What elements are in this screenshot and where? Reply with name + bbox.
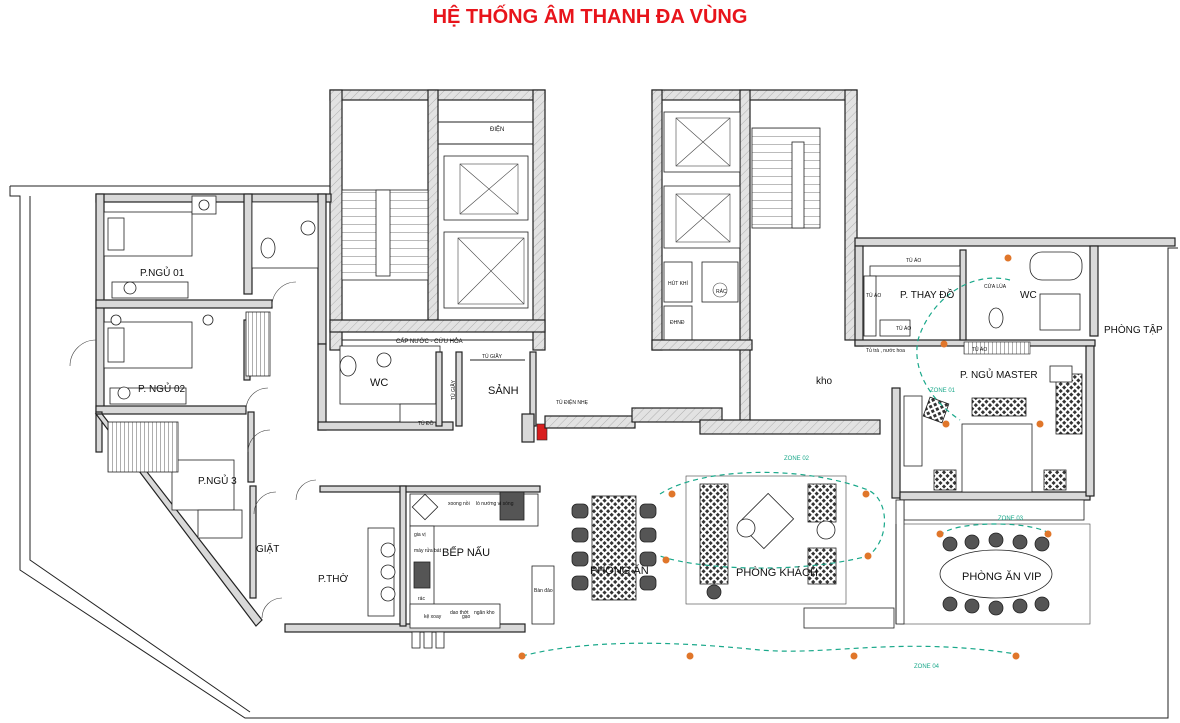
- speaker: [862, 490, 870, 498]
- small-labels: ĐIỆN CẤP NƯỚC - CỨU HỎA TỦ GIẦY TỦ GIẦY …: [396, 125, 1007, 620]
- label-tu-nuong: lò nướng vi sóng: [476, 501, 514, 507]
- speaker: [518, 652, 526, 660]
- label-sanh: SẢNH: [488, 384, 519, 397]
- speaker: [686, 652, 694, 660]
- speaker: [668, 490, 676, 498]
- zone-02-line: [659, 471, 886, 569]
- speaker: [1044, 530, 1052, 538]
- speaker: [942, 420, 950, 428]
- room-labels: P.NGỦ 01 P. NGỦ 02 P.NGỦ 3 GIẶT P.THỜ BẾ…: [138, 266, 1163, 585]
- speaker: [1012, 652, 1020, 660]
- label-rac-2: rác: [418, 596, 425, 602]
- dining-living: [571, 475, 895, 629]
- label-p-tho: P.THỜ: [318, 572, 348, 585]
- control-panel: [536, 423, 548, 441]
- label-wc-left: WC: [370, 377, 388, 389]
- diagram-title: HỆ THỐNG ÂM THANH ĐA VÙNG: [432, 6, 748, 28]
- label-zone-03: ZONE 03: [998, 516, 1024, 522]
- label-cua-lua: CỬA LÙA: [984, 283, 1007, 290]
- label-zone-01: ZONE 01: [930, 388, 956, 394]
- left-wing-walls: [69, 193, 541, 633]
- label-bep-nau: BẾP NẤU: [442, 546, 490, 559]
- left-core: [329, 89, 546, 351]
- right-core: [651, 89, 858, 421]
- label-phong-an-vip: PHÒNG ĂN VIP: [962, 570, 1041, 583]
- label-giat: GIẶT: [256, 542, 279, 555]
- label-phong-tap: PHÒNG TẬP: [1104, 323, 1163, 336]
- label-rac-1: RÁC: [716, 288, 727, 295]
- zone-04-line: [521, 642, 1017, 657]
- label-zone-02: ZONE 02: [784, 456, 810, 462]
- label-gao: gạo: [462, 614, 471, 620]
- label-tu-giay-2: TỦ GIẦY: [450, 379, 457, 400]
- label-tu-ao-3: TỦ ÁO: [896, 325, 911, 332]
- label-wc-right: WC: [1020, 290, 1037, 301]
- speaker: [864, 552, 872, 560]
- label-tu-do: TỦ ĐỒ: [418, 420, 434, 427]
- kitchen-area: [367, 491, 555, 649]
- label-phong-an: PHÒNG ĂN: [590, 564, 649, 577]
- label-p-ngu-3: P.NGỦ 3: [198, 474, 237, 487]
- label-dhnd: ĐHNĐ: [670, 320, 685, 326]
- speakers: [518, 254, 1052, 660]
- label-cap-nuoc: CẤP NƯỚC - CỨU HỎA: [396, 338, 463, 345]
- speaker: [662, 556, 670, 564]
- label-ban-dao: Bàn đảo: [534, 588, 553, 594]
- label-p-ngu-02: P. NGỦ 02: [138, 382, 185, 395]
- label-dao-thot: dao thớt: [450, 610, 469, 616]
- vip-dining: [895, 499, 1091, 625]
- speaker: [940, 340, 948, 348]
- label-tu-ao-4: TỦ ÁO: [972, 346, 987, 353]
- label-hut-khi: HÚT KHÍ: [668, 280, 689, 287]
- label-dien: ĐIỆN: [490, 125, 504, 133]
- master-suite: [854, 237, 1176, 501]
- label-p-ngu-master: P. NGỦ MASTER: [960, 368, 1038, 381]
- label-gia-vi: gia vị: [414, 532, 426, 538]
- label-xoong-noi: xoong nồi: [448, 501, 470, 507]
- speaker: [1004, 254, 1012, 262]
- label-p-thay-do: P. THAY ĐỒ: [900, 288, 955, 301]
- wc-sanh-area: [339, 345, 881, 443]
- label-p-ngu-01: P.NGỦ 01: [140, 266, 185, 279]
- label-phong-khach: PHÒNG KHÁCH: [736, 566, 818, 579]
- speaker: [850, 652, 858, 660]
- label-tu-dien-nhe: TỦ ĐIỆN NHẸ: [556, 398, 589, 406]
- label-tu-nuoc-hoa: Tủ trà , nước hoa: [866, 347, 905, 354]
- label-ngam-kho: ngăn kho: [474, 610, 495, 616]
- zone-03-line: [939, 523, 1053, 537]
- zone-01-line: [916, 277, 1011, 421]
- label-may-rua-bat: máy rửa bát: [414, 547, 442, 554]
- speaker: [936, 530, 944, 538]
- label-tu-ao-2: TỦ ÁO: [866, 292, 881, 299]
- label-zone-04: ZONE 04: [914, 664, 940, 670]
- zone-labels: ZONE 01 ZONE 02 ZONE 03 ZONE 04: [784, 388, 1024, 670]
- speaker: [1036, 420, 1044, 428]
- label-tu-ao-1: TỦ ÁO: [906, 257, 921, 264]
- zones: [521, 277, 1053, 657]
- label-kho: kho: [816, 376, 833, 387]
- label-tu-giay-1: TỦ GIẦY: [482, 353, 503, 360]
- label-ke-xoay: kệ xoay: [424, 614, 442, 620]
